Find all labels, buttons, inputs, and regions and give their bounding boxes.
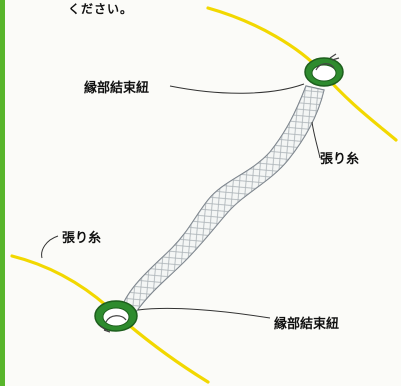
leader-top-binding	[169, 83, 305, 94]
green-side-bar	[0, 0, 5, 386]
right-tension-thread-label: 張り糸	[320, 152, 360, 167]
left-tension-thread-label: 張り糸	[62, 231, 102, 246]
top-binding-cord-label: 縁部結束紐	[84, 81, 150, 96]
top-binding-ring	[304, 53, 344, 87]
leader-right-thread	[311, 121, 321, 159]
leader-left-thread	[41, 235, 59, 259]
leader-bottom-binding	[137, 307, 271, 319]
bottom-binding-cord-label: 縁部結束紐	[274, 317, 340, 332]
instruction-text-fragment: ください。	[68, 2, 134, 16]
bottom-binding-ring	[94, 300, 138, 333]
